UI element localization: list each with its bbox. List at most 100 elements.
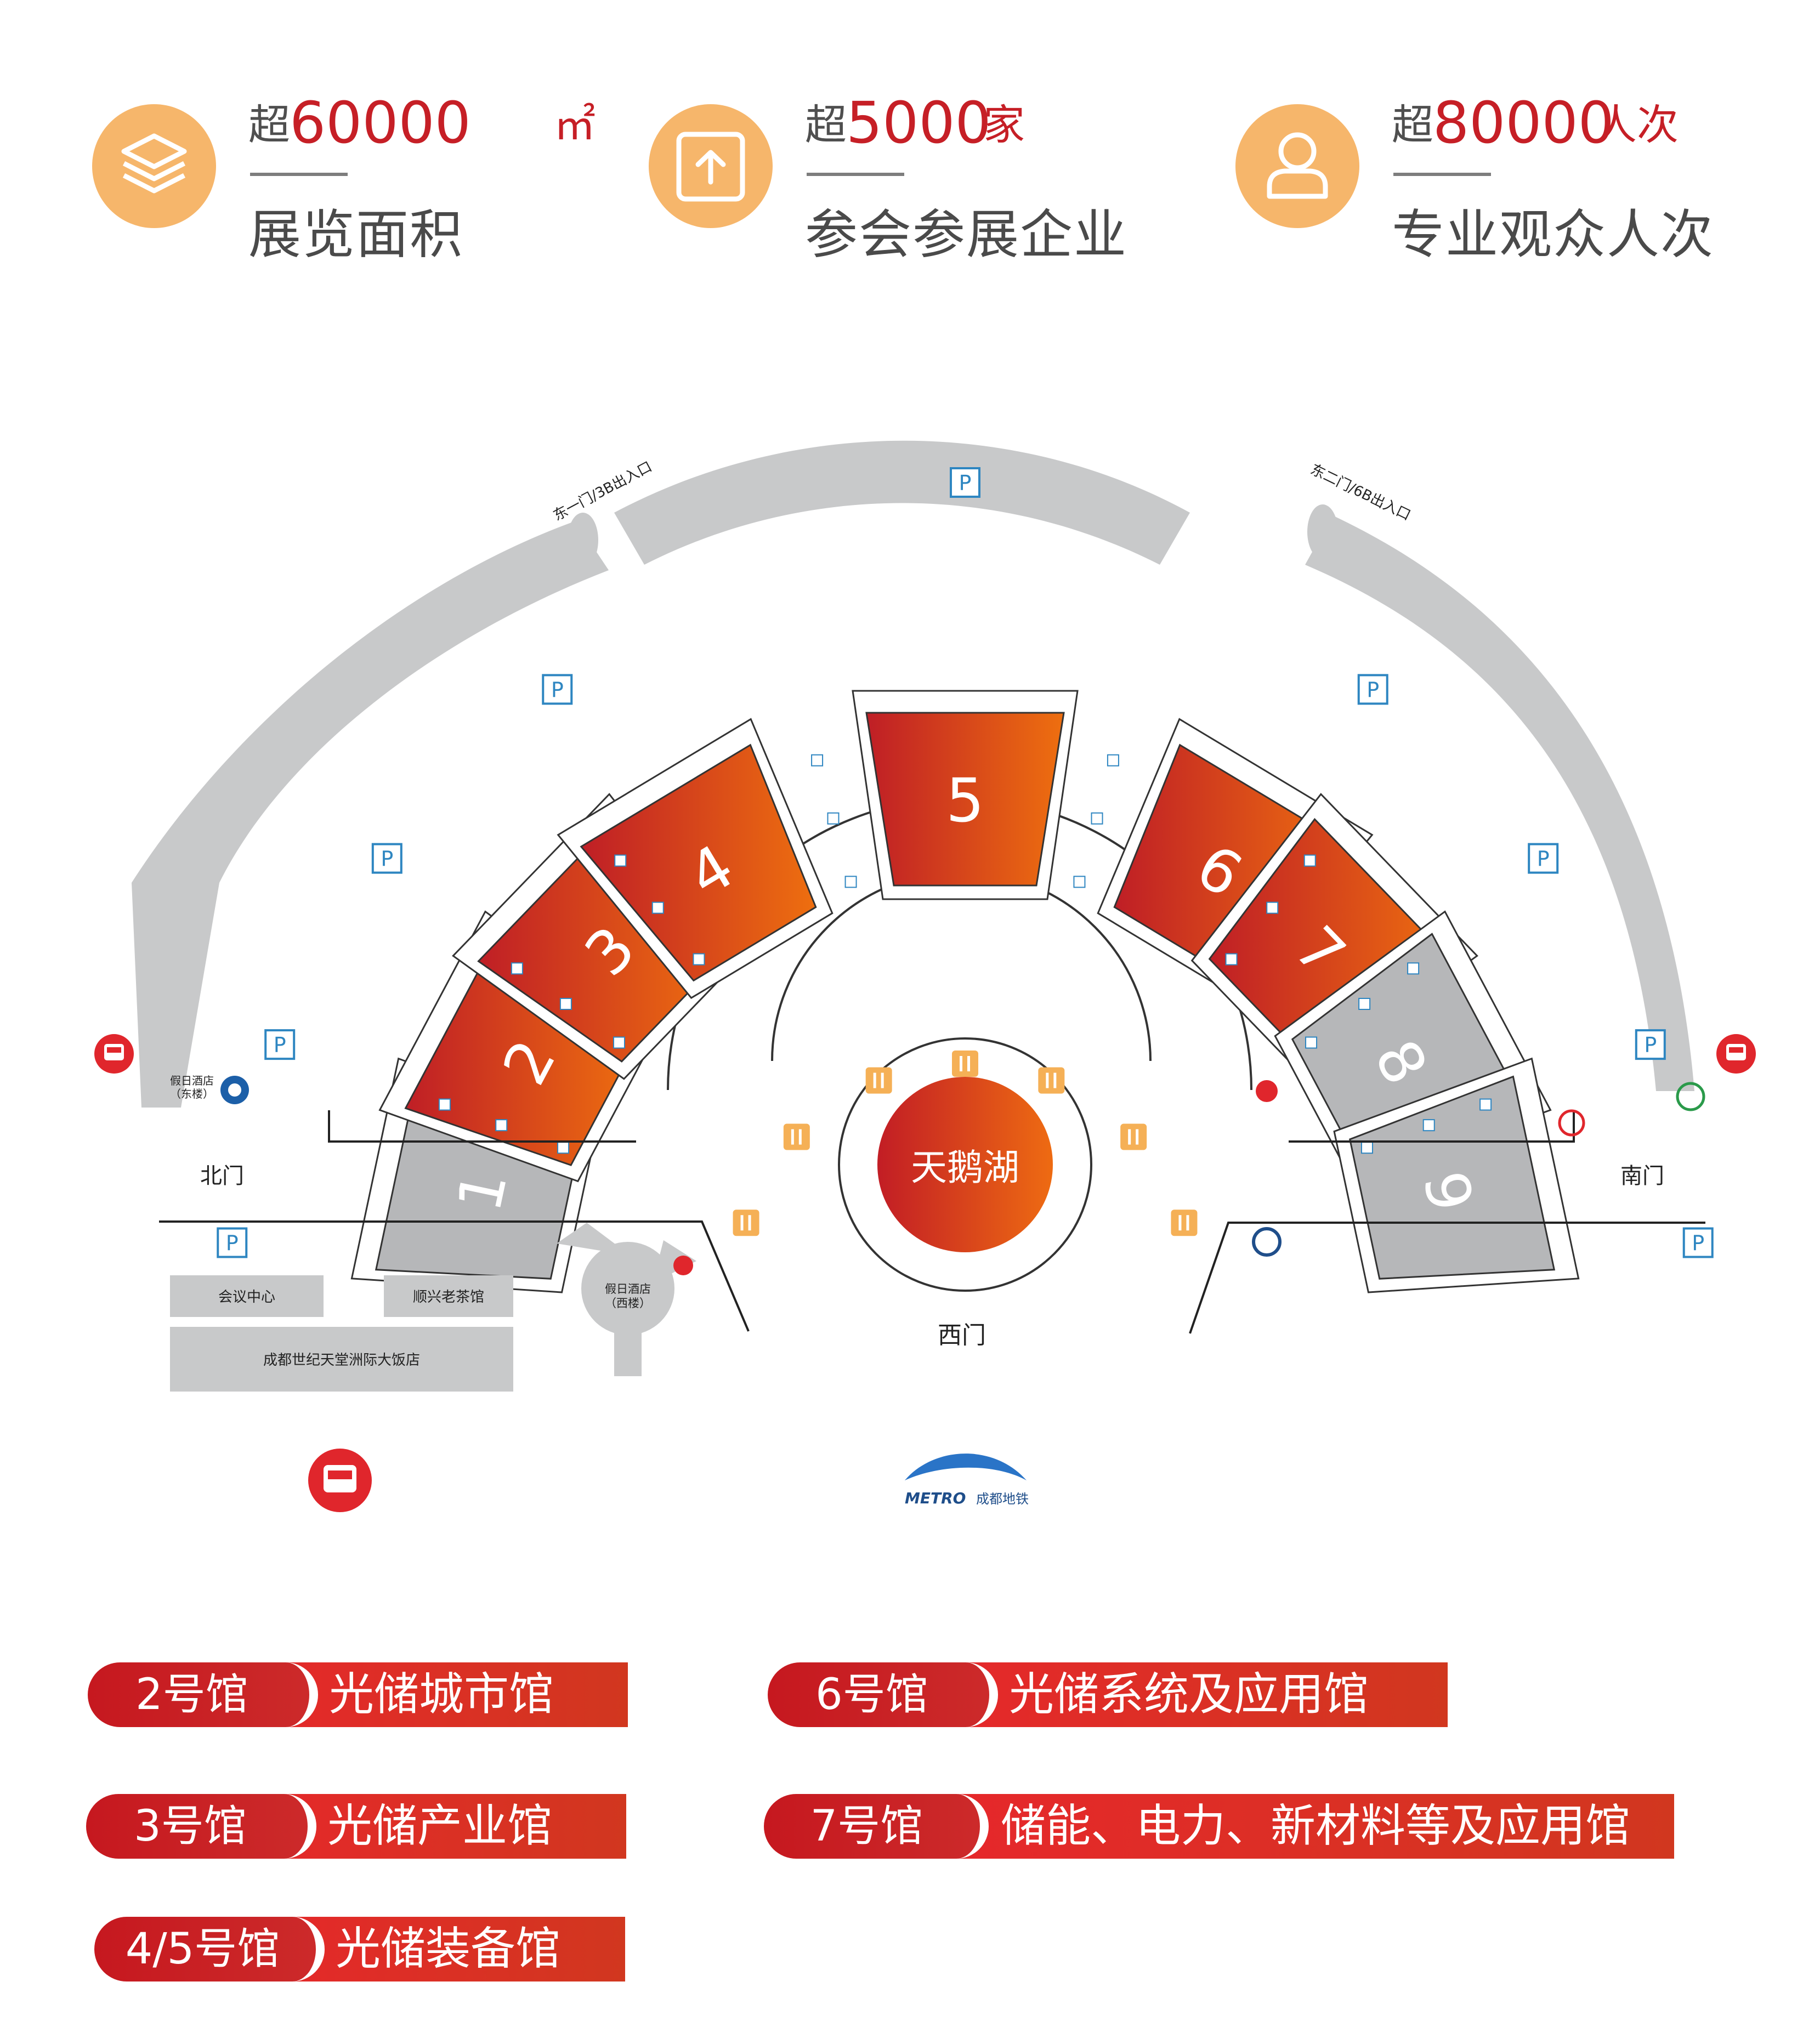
parking-icon: P bbox=[264, 1029, 296, 1060]
legend-item-hall-3: 3号馆 光储产业馆 bbox=[86, 1794, 626, 1859]
ccb-bank-icon bbox=[220, 1076, 249, 1104]
corridor-facility-icon bbox=[844, 876, 857, 888]
parking-icon: P bbox=[371, 843, 402, 874]
svg-text:P: P bbox=[1644, 1033, 1657, 1057]
food-icon bbox=[1171, 1210, 1198, 1236]
parking-icon: P bbox=[217, 1227, 248, 1258]
corridor-facility-icon bbox=[1107, 754, 1119, 766]
svg-text:P: P bbox=[381, 847, 393, 871]
hall-5[interactable] bbox=[865, 712, 1065, 887]
food-icon bbox=[865, 1067, 892, 1094]
hotel-west-label-l1: 假日酒店 bbox=[605, 1282, 651, 1296]
corridor-facility-icon bbox=[1305, 1036, 1318, 1049]
corridor-facility-icon bbox=[693, 953, 705, 966]
corridor-facility-icon bbox=[1479, 1098, 1492, 1111]
stat-value: 60000 bbox=[290, 89, 471, 156]
east-gate-2-marker bbox=[1307, 504, 1338, 559]
stat-label: 展览面积 bbox=[248, 204, 463, 265]
corridor-facility-icon bbox=[827, 812, 840, 825]
corridor-facility-icon bbox=[557, 1142, 570, 1154]
legend-hall-name: 光储系统及应用馆 bbox=[1009, 1668, 1369, 1721]
corridor-facility-icon bbox=[1358, 997, 1371, 1010]
hall-4[interactable] bbox=[580, 743, 817, 982]
legend-hall-name: 光储装备馆 bbox=[336, 1923, 561, 1975]
corridor-facility-icon bbox=[1422, 1119, 1435, 1132]
stat-unit: 家 bbox=[983, 100, 1025, 149]
south-gate-label: 南门 bbox=[1620, 1163, 1664, 1189]
food-icon bbox=[733, 1210, 759, 1236]
corridor-facility-icon bbox=[559, 997, 572, 1010]
hall-9[interactable] bbox=[1348, 1075, 1556, 1280]
service-point-icon bbox=[1256, 1080, 1278, 1102]
corridor-facility-icon bbox=[1360, 1142, 1373, 1154]
stats-section: 超 60000 ㎡ 展览面积 超 5000 家 参会参展企业 bbox=[0, 0, 1803, 285]
svg-text:P: P bbox=[959, 471, 972, 495]
teahouse-label: 顺兴老茶馆 bbox=[413, 1289, 484, 1305]
road-east bbox=[1189, 1222, 1705, 1334]
corridor-facility-icon bbox=[1073, 876, 1086, 888]
parking-icon: P bbox=[950, 467, 980, 498]
stat-visitors: 超 80000 人次 专业观众人次 bbox=[1235, 94, 1729, 280]
stat-value: 5000 bbox=[846, 89, 991, 156]
corridor-facility-icon bbox=[1225, 953, 1238, 966]
svg-text:P: P bbox=[226, 1231, 239, 1256]
corridor-facility-icon bbox=[511, 962, 523, 975]
conference-center-label: 会议中心 bbox=[218, 1289, 275, 1305]
stat-unit: 人次 bbox=[1595, 100, 1679, 149]
stat-value: 80000 bbox=[1433, 89, 1614, 156]
north-gate-label: 北门 bbox=[200, 1163, 244, 1189]
parking-icon: P bbox=[542, 674, 573, 705]
corridor-facility-icon bbox=[495, 1119, 508, 1132]
stat-divider bbox=[1393, 173, 1491, 176]
stat-exhibition-area: 超 60000 ㎡ 展览面积 bbox=[92, 94, 596, 280]
legend-hall-number: 4/5号馆 bbox=[125, 1924, 280, 1974]
restaurant-sign-icon bbox=[1558, 1109, 1585, 1137]
bus-icon bbox=[308, 1449, 372, 1512]
bank-icon bbox=[673, 1256, 693, 1275]
svg-text:P: P bbox=[1537, 847, 1550, 871]
corridor-facility-icon bbox=[651, 901, 664, 914]
hall-legend: 2号馆 光储城市馆 3号馆 光储产业馆 4/5号馆 光储装备馆 6号馆 光储系统… bbox=[0, 1634, 1803, 2018]
corridor-facility-icon bbox=[438, 1098, 451, 1111]
legend-hall-name: 储能、电力、新材料等及应用馆 bbox=[1001, 1800, 1631, 1852]
bus-icon bbox=[94, 1034, 134, 1074]
svg-text:P: P bbox=[274, 1033, 286, 1057]
hotel-west-building bbox=[557, 1223, 696, 1376]
food-icon bbox=[1038, 1067, 1065, 1094]
parking-icon: P bbox=[1635, 1029, 1666, 1060]
west-gate-label: 西门 bbox=[938, 1321, 986, 1349]
legend-item-hall-4-5: 4/5号馆 光储装备馆 bbox=[94, 1917, 625, 1981]
food-icon bbox=[1120, 1123, 1147, 1150]
conference-center-block bbox=[170, 1275, 324, 1317]
swan-lake: 天鹅湖 bbox=[838, 1037, 1092, 1292]
legend-hall-number: 2号馆 bbox=[135, 1670, 248, 1719]
layers-icon bbox=[92, 104, 216, 228]
agri-bank-icon bbox=[1676, 1082, 1705, 1111]
east-gate-1-marker bbox=[568, 513, 598, 567]
parking-icon: P bbox=[1528, 843, 1559, 874]
stat-divider bbox=[250, 173, 348, 176]
bus-icon bbox=[1716, 1034, 1756, 1074]
corridor-facility-icon bbox=[1407, 962, 1420, 975]
legend-item-hall-7: 7号馆 储能、电力、新材料等及应用馆 bbox=[764, 1794, 1674, 1859]
stat-divider bbox=[807, 173, 904, 176]
svg-text:P: P bbox=[1367, 678, 1379, 702]
stat-label: 参会参展企业 bbox=[805, 204, 1127, 265]
legend-hall-number: 6号馆 bbox=[815, 1670, 928, 1719]
corridor-facility-icon bbox=[1091, 812, 1103, 825]
legend-item-hall-6: 6号馆 光储系统及应用馆 bbox=[768, 1662, 1448, 1727]
parking-icon: P bbox=[1357, 674, 1388, 705]
south-boundary-line bbox=[1289, 1110, 1575, 1143]
upload-square-icon bbox=[649, 104, 773, 228]
legend-hall-number: 3号馆 bbox=[134, 1802, 247, 1851]
legend-hall-name: 光储产业馆 bbox=[327, 1800, 553, 1852]
corridor-facility-icon bbox=[1266, 901, 1279, 914]
hotel-east-label-l1: 假日酒店 bbox=[170, 1074, 214, 1087]
metro-logo-text: METRO bbox=[905, 1489, 966, 1507]
stat-prefix: 超 bbox=[248, 100, 290, 149]
stat-unit: ㎡ bbox=[554, 100, 596, 149]
hall-5-number: 5 bbox=[946, 765, 984, 836]
corridor-facility-icon bbox=[613, 1036, 625, 1049]
